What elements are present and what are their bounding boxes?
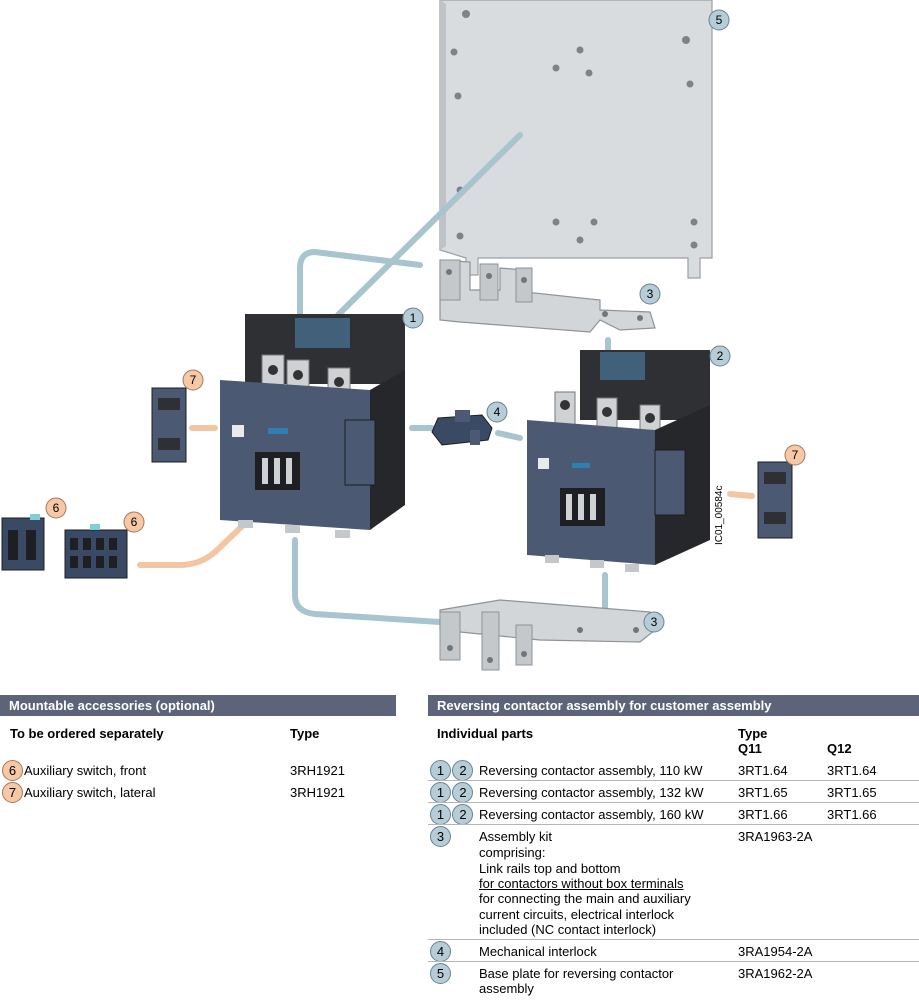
row-type-q12: 3RT1.64	[827, 763, 877, 778]
kit-line-6: current circuits, electrical interlock	[479, 907, 675, 922]
right-table-header: Reversing contactor assembly for custome…	[428, 695, 919, 716]
interlock-label: Mechanical interlock	[479, 944, 597, 959]
row-divider	[428, 802, 919, 803]
left-row-badge-7: 7	[2, 782, 23, 803]
kit-line-3: Link rails top and bottom	[479, 861, 621, 876]
row-type-q11: 3RT1.66	[738, 807, 788, 822]
kit-badge: 3	[430, 826, 451, 847]
svg-text:3: 3	[647, 287, 654, 301]
left-row-type: 3RH1921	[290, 763, 345, 778]
left-col-header-type: Type	[290, 726, 320, 741]
baseplate-label-1: Base plate for reversing contactor	[479, 966, 674, 981]
svg-text:6: 6	[53, 501, 60, 515]
row-type-q11: 3RT1.64	[738, 763, 788, 778]
callout-4: 4	[486, 401, 508, 423]
interlock-type: 3RA1954-2A	[738, 944, 813, 959]
callout-6-right: 6	[123, 511, 145, 533]
svg-text:6: 6	[131, 515, 138, 529]
row-label: Reversing contactor assembly, 160 kW	[479, 807, 704, 822]
baseplate-badge: 5	[430, 963, 451, 984]
exploded-assembly-diagram: IC01_00584c 5 3 1 2 4 3 7 7 6 6	[1, 0, 806, 671]
callout-6-left: 6	[45, 497, 67, 519]
row-divider	[428, 824, 919, 825]
left-table-header: Mountable accessories (optional)	[0, 695, 396, 716]
auxiliary-switch-front-large	[64, 524, 128, 579]
kit-type: 3RA1963-2A	[738, 829, 813, 844]
callout-7-right: 7	[784, 444, 806, 466]
row-label: Reversing contactor assembly, 132 kW	[479, 785, 704, 800]
right-col-header-parts: Individual parts	[437, 726, 534, 741]
accessory-guide-lines	[137, 425, 755, 568]
right-col-header-q12: Q12	[827, 741, 852, 756]
kit-line-5: for connecting the main and auxiliary	[479, 891, 691, 906]
link-rail-top	[439, 259, 656, 333]
left-row-label: Auxiliary switch, front	[24, 763, 147, 778]
callout-3-top: 3	[639, 283, 661, 305]
right-col-header-type: Type	[738, 726, 768, 741]
svg-text:1: 1	[410, 311, 417, 325]
callout-5: 5	[708, 9, 730, 31]
auxiliary-switch-front-small	[1, 514, 45, 571]
kit-line-7: included (NC contact interlock)	[479, 922, 657, 937]
kit-line-2: comprising:	[479, 845, 546, 860]
row-divider	[428, 961, 919, 962]
link-rail-bottom	[439, 599, 656, 671]
left-row-type: 3RH1921	[290, 785, 345, 800]
svg-text:2: 2	[717, 349, 724, 363]
right-col-header-q11: Q11	[738, 741, 762, 756]
row-badges: 1 2	[430, 804, 474, 825]
callout-3-bottom: 3	[643, 611, 665, 633]
callout-7-left: 7	[182, 369, 204, 391]
kit-line-4: for contactors without box terminals	[479, 876, 684, 891]
mechanical-interlock	[431, 410, 493, 446]
row-type-q12: 3RT1.66	[827, 807, 877, 822]
base-plate	[439, 0, 713, 279]
left-row-label: Auxiliary switch, lateral	[24, 785, 156, 800]
svg-text:5: 5	[716, 13, 723, 27]
row-type-q12: 3RT1.65	[827, 785, 877, 800]
callout-1: 1	[402, 307, 424, 329]
row-type-q11: 3RT1.65	[738, 785, 788, 800]
callout-2: 2	[709, 345, 731, 367]
left-col-header-item: To be ordered separately	[10, 726, 164, 741]
svg-text:4: 4	[494, 405, 501, 419]
row-divider	[428, 939, 919, 940]
row-badges: 1 2	[430, 782, 474, 803]
auxiliary-switch-lateral-left	[151, 387, 187, 463]
baseplate-label-2: assembly	[479, 981, 534, 996]
contactor-q12	[527, 350, 710, 572]
interlock-badge: 4	[430, 941, 451, 962]
left-row-badge-6: 6	[2, 760, 23, 781]
baseplate-type: 3RA1962-2A	[738, 966, 813, 981]
row-divider	[428, 780, 919, 781]
row-badges: 1 2	[430, 760, 474, 781]
kit-line-1: Assembly kit	[479, 829, 552, 844]
auxiliary-switch-lateral-right	[757, 461, 793, 539]
svg-text:7: 7	[792, 448, 799, 462]
svg-text:7: 7	[190, 373, 197, 387]
drawing-id: IC01_00584c	[714, 486, 725, 546]
row-label: Reversing contactor assembly, 110 kW	[479, 763, 703, 778]
contactor-q11	[220, 314, 405, 538]
svg-text:3: 3	[651, 615, 658, 629]
